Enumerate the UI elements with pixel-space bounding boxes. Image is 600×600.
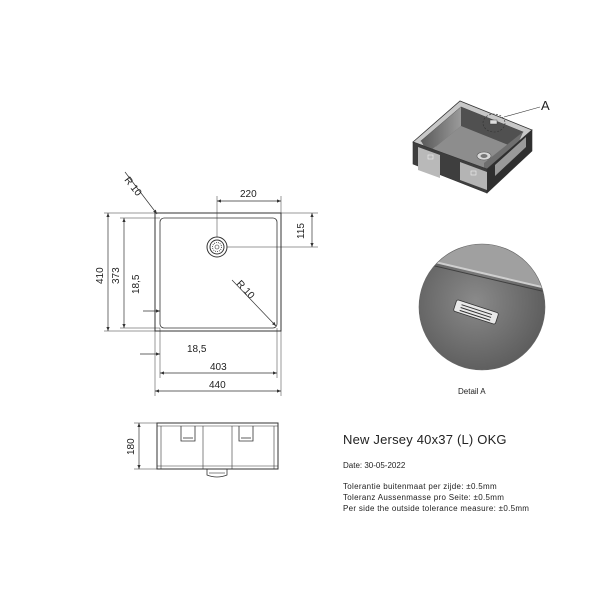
left-clip-icon — [180, 426, 196, 442]
top-view — [104, 171, 318, 396]
product-title: New Jersey 40x37 (L) OKG — [343, 432, 507, 447]
tolerance-en: Per side the outside tolerance measure: … — [343, 504, 530, 513]
front-view — [134, 422, 279, 478]
dim-height: 180 — [126, 438, 137, 455]
dim-wall-bottom: 18,5 — [187, 344, 207, 355]
right-clip-icon — [238, 426, 254, 442]
detail-a-view — [418, 243, 546, 371]
dim-outer-width: 440 — [209, 380, 226, 391]
dim-top-radius: R 10 — [122, 175, 144, 199]
overflow-slot-icon — [453, 299, 499, 325]
detail-marker-label: A — [541, 98, 550, 113]
sink-inner-outline — [159, 217, 278, 329]
detail-caption: Detail A — [458, 387, 486, 396]
drain-icon — [206, 236, 228, 258]
dim-inner-width: 403 — [210, 362, 227, 373]
front-outer-outline — [156, 422, 279, 470]
dim-drain-offset-x: 220 — [240, 189, 257, 200]
tolerance-de: Toleranz Aussenmasse pro Seite: ±0.5mm — [343, 493, 505, 502]
dim-outer-depth: 410 — [95, 267, 106, 284]
dim-drain-offset-y: 115 — [296, 223, 307, 239]
info-block: New Jersey 40x37 (L) OKG Date: 30-05-202… — [343, 432, 593, 514]
dim-inner-depth: 373 — [111, 267, 122, 284]
dim-wall-left: 18,5 — [131, 274, 142, 294]
detail-a-marker-circle — [482, 113, 506, 133]
waste-outlet — [206, 469, 228, 478]
sink-outer-outline — [154, 212, 282, 332]
dim-inner-radius: R 10 — [234, 279, 257, 302]
isometric-view — [412, 100, 541, 194]
tolerance-nl: Tolerantie buitenmaat per zijde: ±0.5mm — [343, 482, 497, 491]
drawing-date: Date: 30-05-2022 — [343, 461, 406, 470]
